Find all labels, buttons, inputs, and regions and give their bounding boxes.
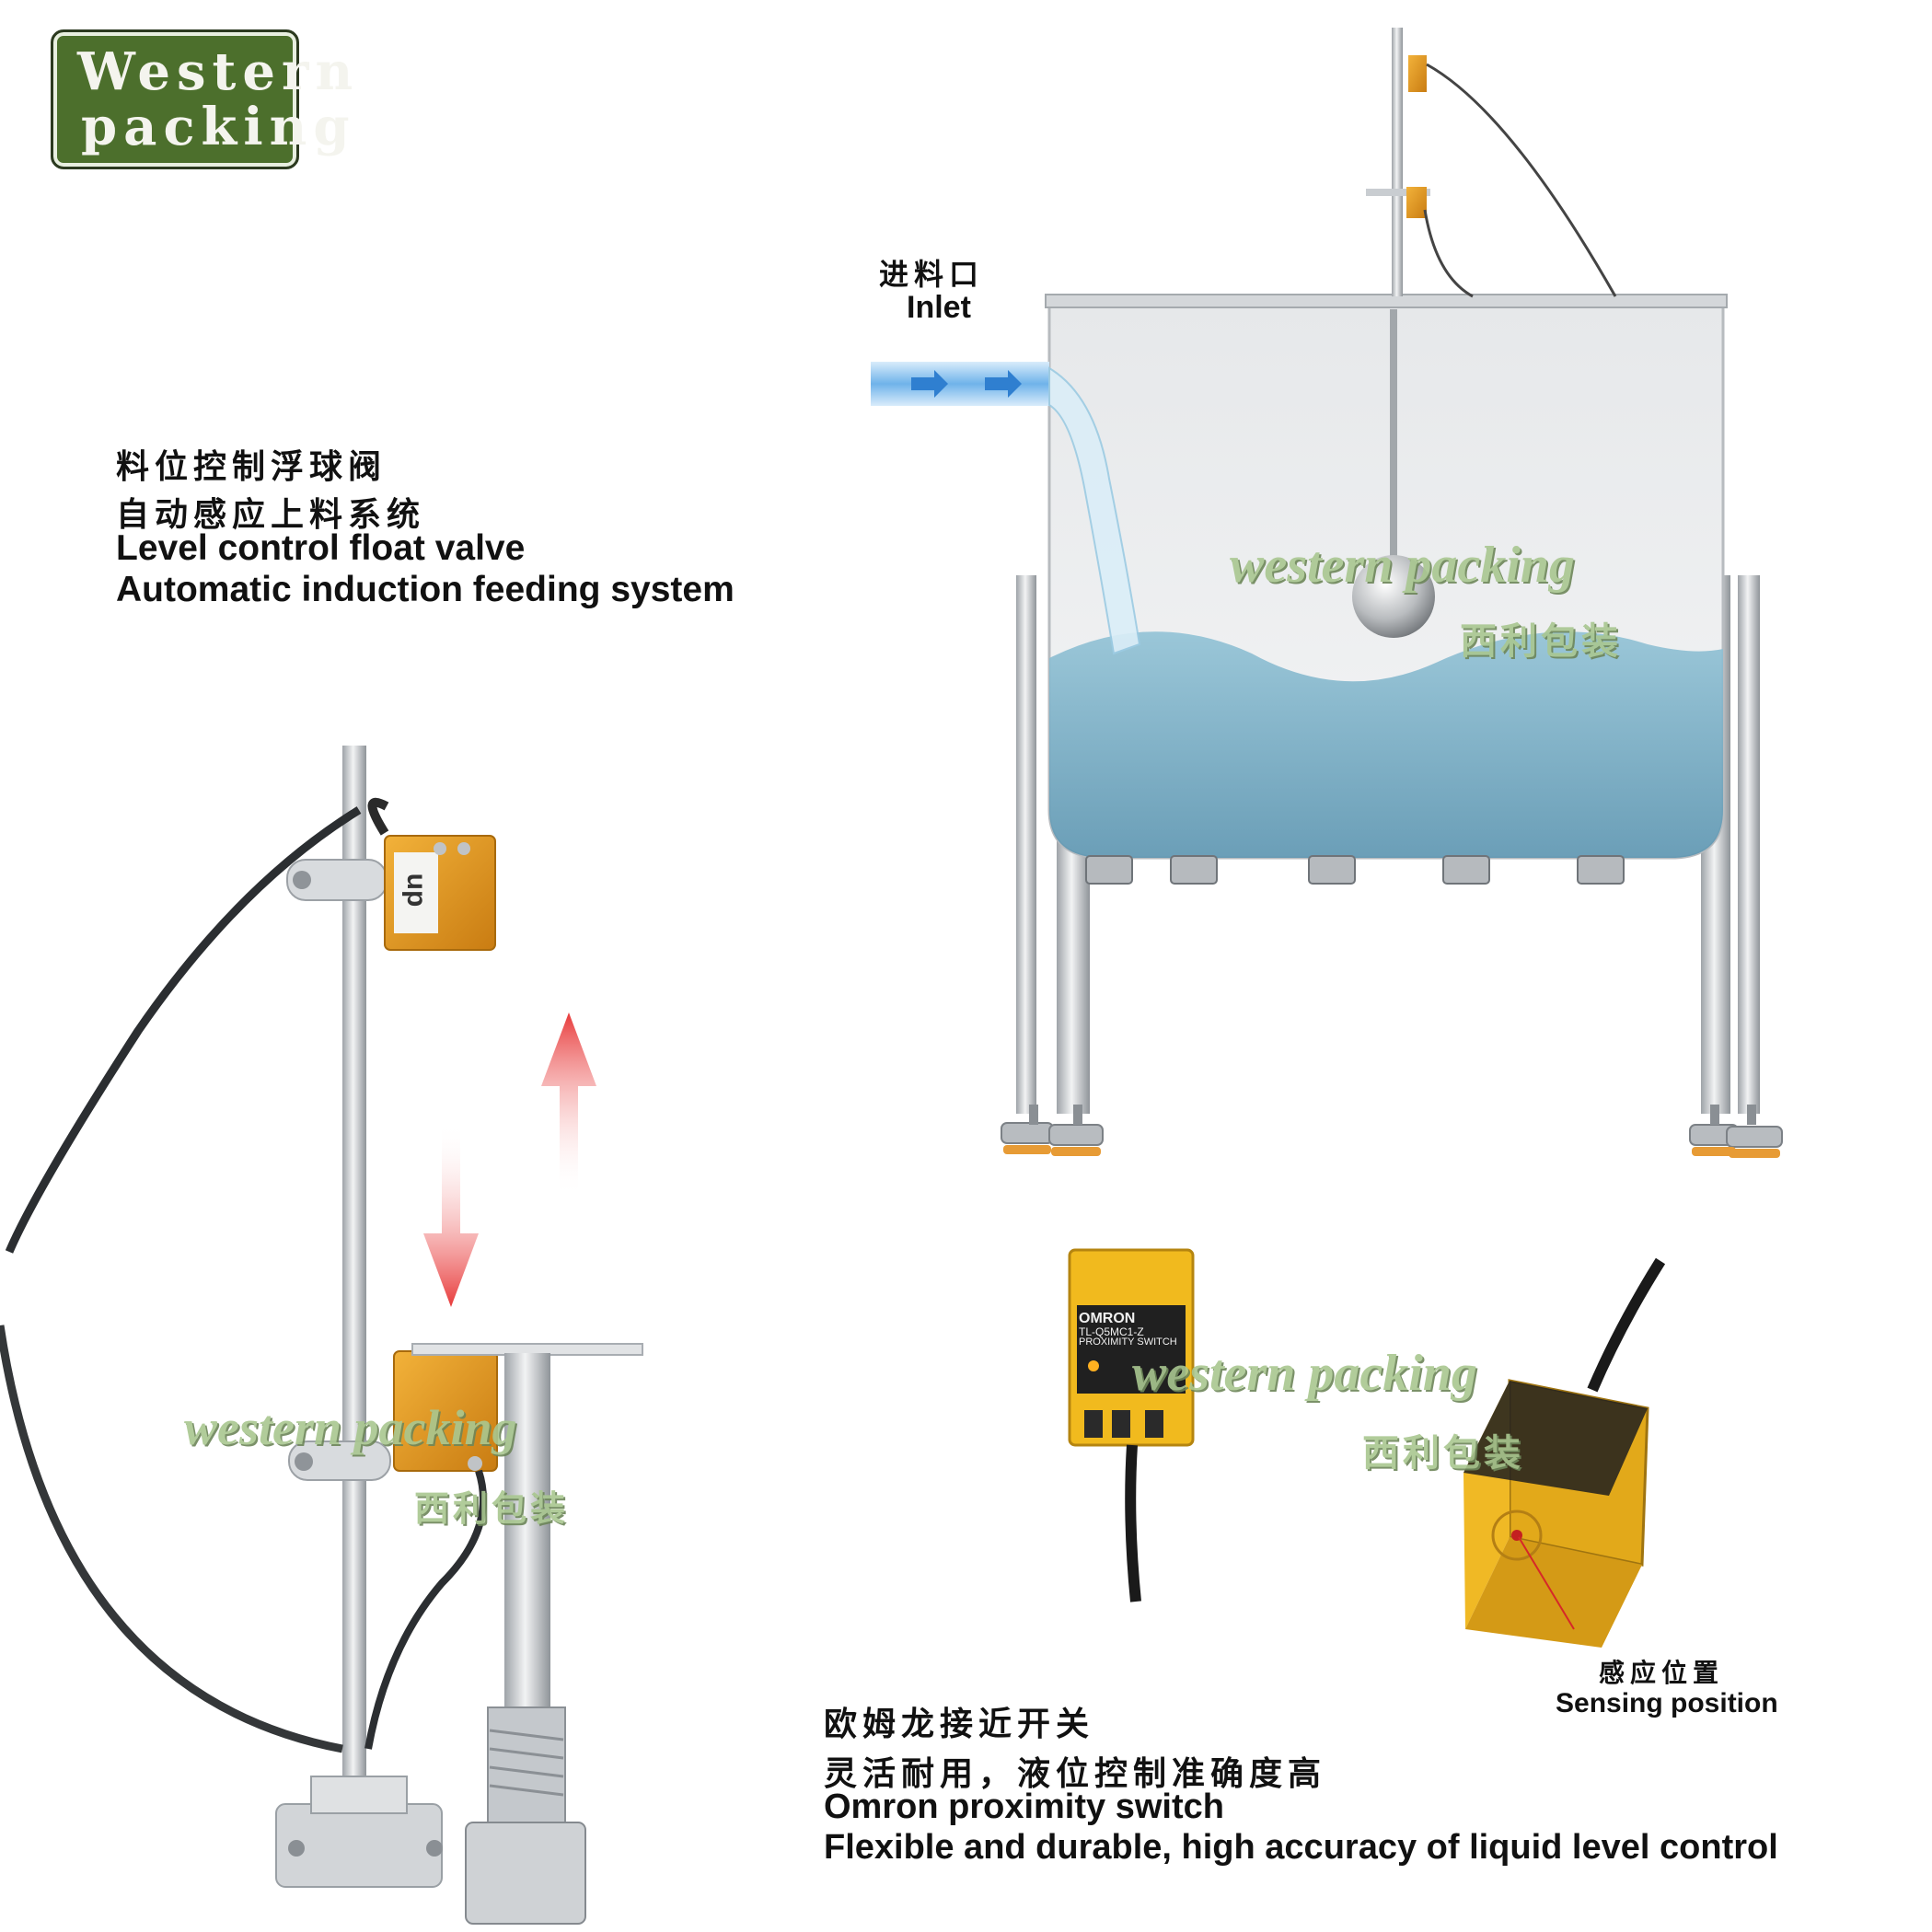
omron-cn-line2: 灵活耐用，液位控制准确度高 bbox=[824, 1755, 1327, 1793]
inlet-en-label: Inlet bbox=[907, 290, 971, 325]
watermark-cn-sensor: 西利包装 bbox=[1362, 1432, 1524, 1475]
watermark-en-tank: western packing bbox=[1230, 537, 1575, 594]
intro-en-line2: Automatic induction feeding system bbox=[116, 570, 735, 609]
watermark-en-sensor: western packing bbox=[1132, 1345, 1477, 1402]
watermark-cn-pole: 西利包装 bbox=[414, 1488, 570, 1529]
intro-cn-line1: 料位控制浮球阀 bbox=[116, 448, 388, 486]
omron-en-line2: Flexible and durable, high accuracy of l… bbox=[824, 1828, 1778, 1867]
watermark-cn-tank: 西利包装 bbox=[1460, 620, 1622, 663]
omron-en-line1: Omron proximity switch bbox=[824, 1787, 1224, 1826]
watermark-en-pole: western packing bbox=[184, 1400, 517, 1455]
inlet-cn-label: 进料口 bbox=[879, 257, 985, 292]
sensing-en-label: Sensing position bbox=[1556, 1688, 1778, 1718]
omron-model: TL-Q5MC1-Z bbox=[1079, 1325, 1144, 1338]
sensing-cn-label: 感应位置 bbox=[1599, 1658, 1725, 1688]
omron-brand: OMRON bbox=[1079, 1311, 1136, 1326]
omron-type: PROXIMITY SWITCH bbox=[1079, 1336, 1177, 1348]
sensor-up-label: up bbox=[401, 873, 432, 908]
intro-en-line1: Level control float valve bbox=[116, 528, 526, 568]
omron-cn-line1: 欧姆龙接近开关 bbox=[824, 1706, 1095, 1743]
intro-cn-line2: 自动感应上料系统 bbox=[116, 496, 426, 534]
